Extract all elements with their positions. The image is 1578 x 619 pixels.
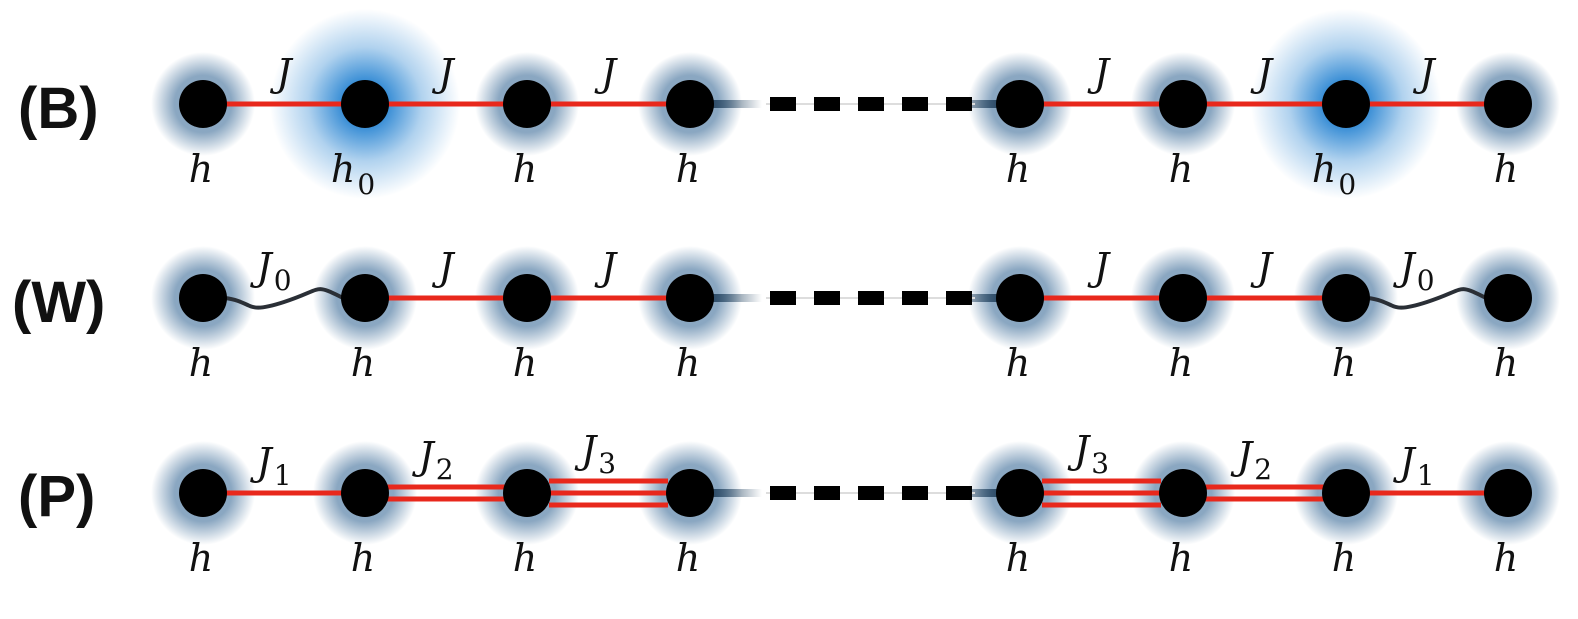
coupling-label: J1	[249, 440, 291, 492]
lattice-site	[341, 469, 389, 517]
ellipsis-dash	[902, 486, 928, 500]
row-label-p: (P)	[18, 464, 96, 529]
chain-row-1: h h h h h h h h J0 J J J J J0	[151, 245, 1560, 385]
coupling-label: J	[1250, 245, 1274, 289]
ellipsis-dash	[858, 486, 884, 500]
ellipsis-dash	[770, 291, 796, 305]
lattice-site	[1484, 80, 1532, 128]
lattice-site	[1159, 274, 1207, 322]
lattice-site	[503, 469, 551, 517]
coupling-label: J1	[1392, 440, 1434, 492]
coupling-label: J	[1087, 51, 1111, 95]
gap-fade-left	[712, 100, 762, 108]
lattice-site	[179, 469, 227, 517]
ellipsis-dash	[770, 97, 796, 111]
lattice-site	[1484, 469, 1532, 517]
row-label-w: (W)	[12, 270, 106, 335]
site-field-label: h	[1006, 341, 1030, 385]
coupling-label: J3	[1067, 428, 1109, 480]
lattice-site	[1322, 80, 1370, 128]
ellipsis-dash	[946, 97, 972, 111]
coupling-label: J0	[1392, 245, 1434, 297]
site-field-label: h	[351, 341, 375, 385]
ellipsis-dash	[814, 486, 840, 500]
row-label-b: (B)	[18, 76, 99, 141]
lattice-site	[1322, 274, 1370, 322]
chain-row-2: h h h h h h h h J1 J2 J3 J3 J2 J1	[151, 428, 1560, 580]
site-field-label: h	[1332, 536, 1356, 580]
site-field-label: h	[676, 147, 700, 191]
coupling-label: J	[594, 51, 618, 95]
coupling-label: J	[594, 245, 618, 289]
coupling-label: J2	[411, 434, 453, 486]
lattice-site	[179, 80, 227, 128]
ellipsis-dash	[814, 97, 840, 111]
site-field-label: h	[676, 536, 700, 580]
lattice-site	[666, 469, 714, 517]
site-field-label: h	[1494, 536, 1518, 580]
site-field-label: h	[351, 536, 375, 580]
lattice-site	[1159, 80, 1207, 128]
coupling-label: J	[1087, 245, 1111, 289]
site-field-label: h	[189, 536, 213, 580]
site-field-label: h	[513, 341, 537, 385]
lattice-site	[341, 274, 389, 322]
coupling-label: J	[431, 245, 455, 289]
ellipsis-dash	[902, 97, 928, 111]
gap-fade-left	[712, 489, 762, 497]
lattice-site	[341, 80, 389, 128]
ellipsis-dash	[814, 291, 840, 305]
site-field-label: h	[189, 341, 213, 385]
lattice-site	[1322, 469, 1370, 517]
lattice-site	[666, 80, 714, 128]
site-field-label: h	[1169, 341, 1193, 385]
coupling-label: J3	[574, 428, 616, 480]
lattice-site	[503, 274, 551, 322]
ellipsis-dash	[858, 291, 884, 305]
site-field-label: h	[1006, 536, 1030, 580]
site-field-label: h	[1332, 341, 1356, 385]
site-field-label: h	[513, 536, 537, 580]
site-field-label: h	[676, 341, 700, 385]
site-field-label: h	[189, 147, 213, 191]
lattice-site	[996, 80, 1044, 128]
site-field-label: h	[1006, 147, 1030, 191]
lattice-site	[503, 80, 551, 128]
wavy-bond	[224, 287, 344, 310]
site-field-label: h	[1169, 536, 1193, 580]
lattice-site	[996, 274, 1044, 322]
coupling-label: J2	[1230, 434, 1272, 486]
lattice-site	[1484, 274, 1532, 322]
lattice-site	[666, 274, 714, 322]
ellipsis-dash	[902, 291, 928, 305]
lattice-site	[1159, 469, 1207, 517]
ellipsis-dash	[946, 486, 972, 500]
gap-fade-left	[712, 294, 762, 302]
site-field-label: h	[1169, 147, 1193, 191]
lattice-site	[179, 274, 227, 322]
ellipsis-dash	[858, 97, 884, 111]
site-field-label: h	[1494, 147, 1518, 191]
wavy-bond	[1367, 287, 1487, 310]
site-field-label: h	[513, 147, 537, 191]
lattice-site	[996, 469, 1044, 517]
site-field-label: h	[1494, 341, 1518, 385]
ellipsis-dash	[946, 291, 972, 305]
coupling-label: J0	[249, 245, 291, 297]
ellipsis-dash	[770, 486, 796, 500]
